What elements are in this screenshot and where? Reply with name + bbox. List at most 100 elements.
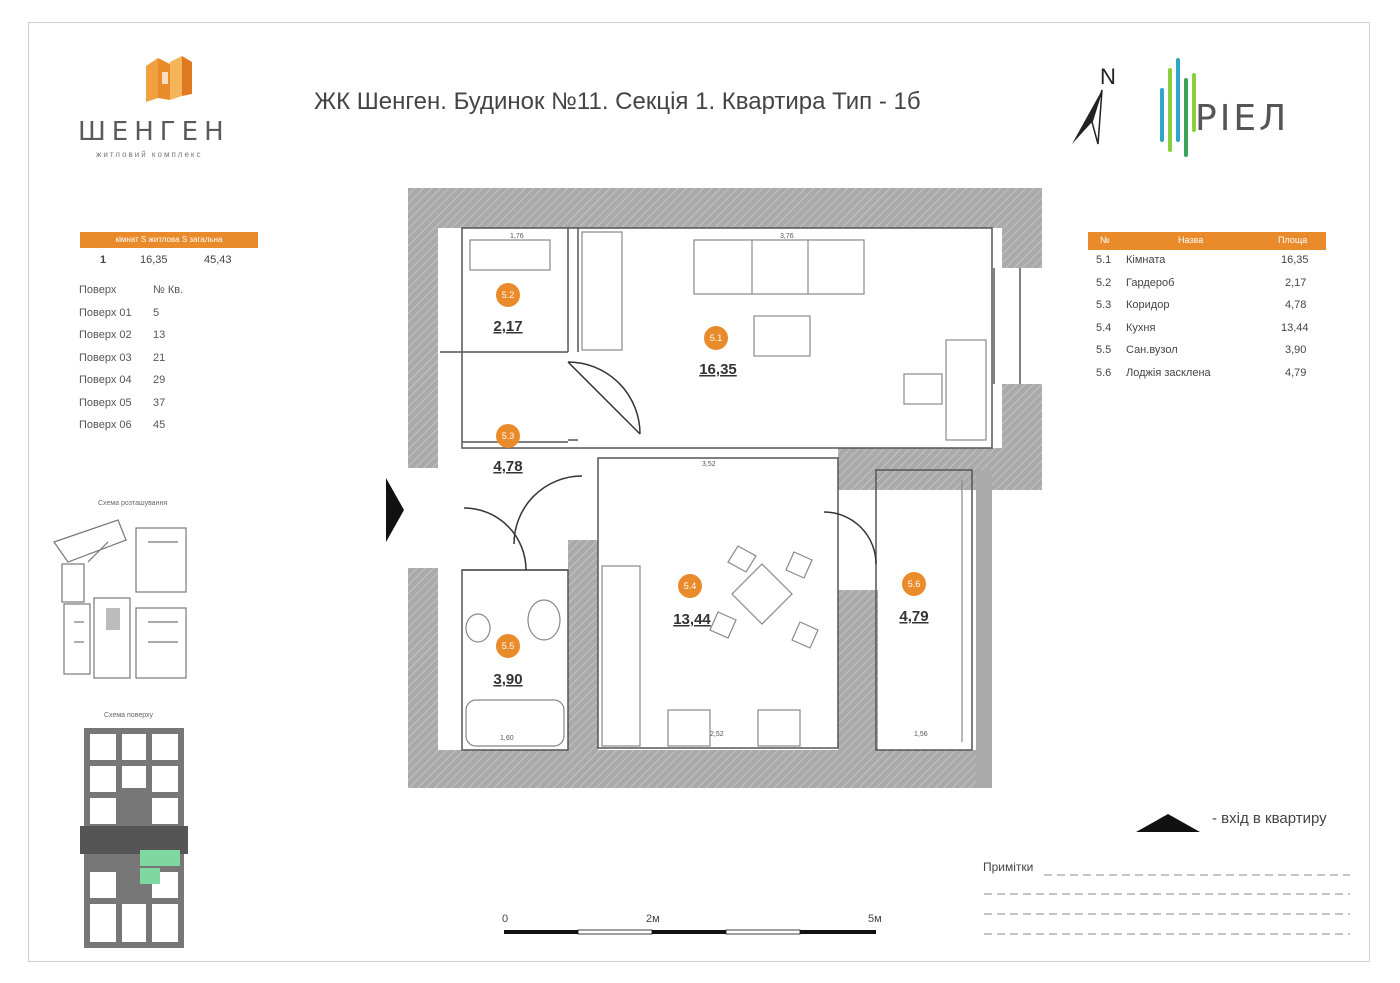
brand-name: ШЕНГЕН: [78, 117, 230, 147]
svg-text:3,76: 3,76: [780, 233, 794, 240]
floors-col1: Поверх: [79, 284, 117, 296]
floor-row: Поверх 04 29: [79, 374, 199, 397]
notes-lines: [984, 874, 1350, 935]
svg-text:1,76: 1,76: [510, 233, 524, 240]
room-marker-5-5: 5.5 3,90: [493, 634, 523, 688]
room-no: 5.2: [1096, 276, 1112, 289]
shengen-logo-icon: [146, 56, 192, 102]
door-swings: [463, 361, 877, 571]
room-no: 5.6: [1096, 366, 1112, 379]
svg-text:13,44: 13,44: [673, 611, 711, 628]
floor-schematic-thumbnail: [80, 728, 188, 948]
header-no: №: [1100, 235, 1110, 245]
floors-header: Поверх № Кв.: [79, 284, 199, 307]
header-name: Назва: [1178, 235, 1204, 245]
site-plan-thumbnail: [53, 519, 187, 679]
room-no: 5.3: [1096, 299, 1112, 311]
svg-text:1,56: 1,56: [914, 731, 928, 738]
summary-rooms: 1: [100, 254, 107, 266]
room-name: Коридор: [1126, 299, 1170, 311]
room-name: Лоджія засклена: [1126, 366, 1211, 379]
svg-text:5.3: 5.3: [502, 431, 515, 441]
room-row: 5.1 Кімната 16,35: [1088, 250, 1326, 273]
room-area: 2,17: [1285, 276, 1307, 289]
svg-text:1,60: 1,60: [500, 735, 514, 742]
apartment-floor-plan: 1,76 3,76 3,52 1,56 1,60 2,52 5.2 2,17 5…: [386, 188, 1042, 788]
svg-text:3,52: 3,52: [702, 461, 716, 468]
room-marker-5-6: 5.6 4,79: [899, 572, 929, 625]
floor-row: Поверх 06 45: [79, 419, 199, 442]
entry-legend-icon: [1136, 814, 1200, 832]
floor-row: Поверх 01 5: [79, 307, 199, 330]
entry-arrow-icon: [386, 478, 404, 542]
room-marker-5-2: 5.2 2,17: [493, 283, 523, 335]
svg-text:5.1: 5.1: [710, 333, 723, 343]
room-marker-5-3: 5.3 4,78: [493, 424, 523, 475]
room-area: 16,35: [1281, 254, 1309, 266]
floor-apt: 45: [153, 419, 166, 431]
room-area: 3,90: [1285, 344, 1307, 356]
room-marker-5-1: 5.1 16,35: [699, 326, 737, 378]
room-name: Сан.вузол: [1126, 344, 1178, 356]
room-area: 4,78: [1285, 299, 1307, 311]
svg-text:2,52: 2,52: [710, 731, 724, 738]
notes-label: Примітки: [983, 860, 1034, 874]
scale-label-0: 0: [502, 913, 509, 925]
svg-text:5.2: 5.2: [502, 290, 515, 300]
scale-bar: [504, 929, 876, 935]
svg-text:4,78: 4,78: [493, 458, 522, 475]
svg-text:2,17: 2,17: [493, 318, 522, 335]
room-name: Кімната: [1126, 254, 1166, 266]
brand-subtitle: житловий комплекс: [96, 150, 203, 159]
site-plan-label: Схема розташування: [98, 500, 168, 507]
floors-col2: № Кв.: [153, 284, 184, 296]
room-area: 4,79: [1285, 366, 1307, 379]
floor-apt: 13: [153, 329, 166, 341]
riel-logo-icon: [1160, 58, 1196, 157]
floor-name: Поверх 06: [79, 419, 132, 431]
summary-total: 45,43: [204, 254, 232, 266]
entry-legend-label: - вхід в квартиру: [1212, 810, 1327, 827]
floor-apt: 29: [153, 374, 166, 386]
svg-text:16,35: 16,35: [699, 361, 737, 378]
svg-text:5.6: 5.6: [908, 579, 921, 589]
interior-lines: [440, 227, 1021, 751]
furniture: [465, 231, 987, 747]
floor-name: Поверх 03: [79, 351, 132, 364]
room-no: 5.1: [1096, 254, 1112, 266]
room-row: 5.5 Сан.вузол 3,90: [1088, 340, 1326, 363]
outer-walls: [408, 188, 1042, 788]
scale-label-2m: 2м: [646, 913, 660, 925]
header-area: Площа: [1278, 235, 1308, 245]
room-row: 5.3 Коридор 4,78: [1088, 295, 1326, 318]
floor-name: Поверх 04: [79, 374, 132, 386]
room-area: 13,44: [1281, 321, 1309, 334]
room-no: 5.5: [1096, 344, 1112, 356]
summary-header: кімнат S житлова S загальна: [80, 232, 258, 248]
floor-plan-label: Схема поверху: [104, 712, 154, 719]
floor-name: Поверх 01: [79, 306, 132, 319]
svg-text:3,90: 3,90: [493, 671, 522, 688]
page-title: ЖК Шенген. Будинок №11. Секція 1. Кварти…: [314, 88, 921, 115]
svg-text:5.4: 5.4: [684, 581, 697, 591]
north-arrow-icon: N: [1072, 64, 1116, 145]
svg-text:4,79: 4,79: [899, 608, 928, 625]
partner-brand: РІЕЛ: [1195, 98, 1290, 139]
floor-row: Поверх 03 21: [79, 352, 199, 375]
floor-name: Поверх 05: [79, 396, 132, 409]
room-table-header: № Назва Площа: [1088, 232, 1326, 250]
summary-living: 16,35: [140, 254, 168, 266]
sheet-frame: [28, 22, 1370, 962]
scale-label-5m: 5м: [868, 913, 882, 925]
floor-apt: 5: [153, 306, 160, 319]
room-name: Кухня: [1126, 321, 1156, 334]
room-no: 5.4: [1096, 321, 1112, 334]
svg-text:5.5: 5.5: [502, 641, 515, 651]
room-marker-5-4: 5.4 13,44: [673, 574, 711, 628]
dimension-labels: 1,76 3,76 3,52 1,56 1,60 2,52: [500, 233, 928, 742]
floor-apt: 21: [153, 351, 166, 364]
